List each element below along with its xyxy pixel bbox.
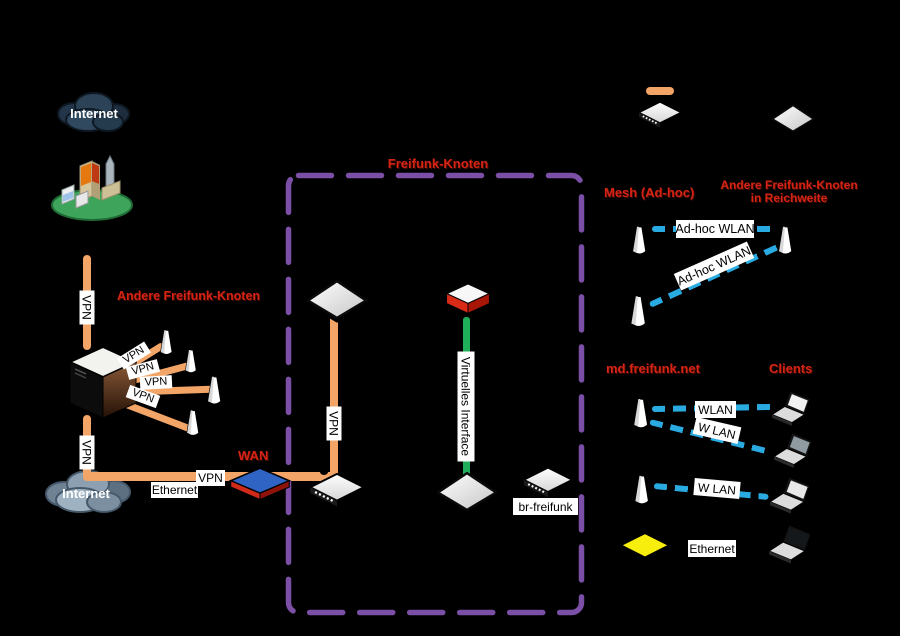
internet-bottom-label: Internet: [62, 486, 110, 501]
vpn-label: VPN: [196, 470, 225, 486]
red-router-icon: [444, 283, 492, 314]
router-node-icon: [306, 278, 368, 323]
city-icon: [51, 154, 133, 221]
switch-icon: [304, 472, 370, 514]
freifunk-box-border: [285, 172, 585, 616]
ethernet-label: Ethernet: [151, 482, 198, 498]
legend-node-icon: [771, 103, 815, 135]
wan-heading: WAN: [238, 448, 269, 463]
vpn-server-icon: [69, 346, 137, 419]
internet-top-label: Internet: [70, 106, 118, 121]
mesh-heading: Mesh (Ad-hoc): [604, 185, 695, 200]
andere-freifunk-heading: Andere Freifunk-Knoten: [117, 289, 261, 303]
freifunk-box-title: Freifunk-Knoten: [387, 156, 489, 171]
laptop-icon: [767, 477, 813, 517]
ethernet-label: Ethernet: [688, 540, 736, 557]
neighbors-heading-line2: in Reichweite: [750, 191, 828, 205]
antenna-icon: [183, 346, 199, 376]
virtual-interface-line-top: [463, 317, 470, 355]
virtual-interface-label: Virtuelles Interface: [457, 351, 475, 462]
router-node-icon: [436, 470, 498, 515]
vpn-label: VPN: [79, 435, 95, 470]
adhoc-wlan-link: [648, 244, 780, 308]
wlan-label: W LAN: [693, 478, 741, 499]
vpn-line-router-switch: [330, 313, 338, 479]
connector-nub: [320, 469, 328, 475]
vpn-label: VPN: [79, 290, 95, 325]
antenna-icon: [205, 372, 224, 408]
legend-switch-icon: [636, 99, 684, 135]
legend-line-icon: [646, 87, 674, 95]
vpn-label: VPN: [139, 375, 173, 390]
modem-icon: [228, 467, 292, 501]
antenna-icon: [630, 221, 649, 259]
antenna-icon: [631, 393, 651, 433]
ethernet-device-icon: [619, 532, 671, 563]
ssid-heading: md.freifunk.net: [606, 361, 700, 376]
neighbors-heading-line1: Andere Freifunk-Knoten: [720, 178, 858, 192]
bridge-label: br-freifunk: [513, 498, 578, 515]
antenna-icon: [184, 406, 202, 439]
wlan-label: WLAN: [695, 401, 736, 418]
adhoc-wlan-label: Ad-hoc WLAN: [675, 220, 755, 238]
vpn-label: VPN: [326, 406, 342, 441]
antenna-icon: [632, 471, 652, 508]
virtual-interface-line-bottom: [463, 455, 470, 481]
internet-cloud-top-icon: Internet: [57, 92, 130, 132]
laptop-icon: [771, 433, 815, 471]
clients-heading: Clients: [769, 361, 813, 376]
antenna-icon: [776, 221, 795, 259]
antenna-icon: [158, 326, 175, 358]
internet-cloud-bottom-icon: Internet: [45, 470, 131, 513]
antenna-icon: [628, 291, 649, 331]
neighbors-heading: Andere Freifunk-Knoten in Reichweite: [710, 179, 868, 205]
laptop-icon: [767, 524, 813, 568]
laptop-icon: [769, 391, 813, 429]
